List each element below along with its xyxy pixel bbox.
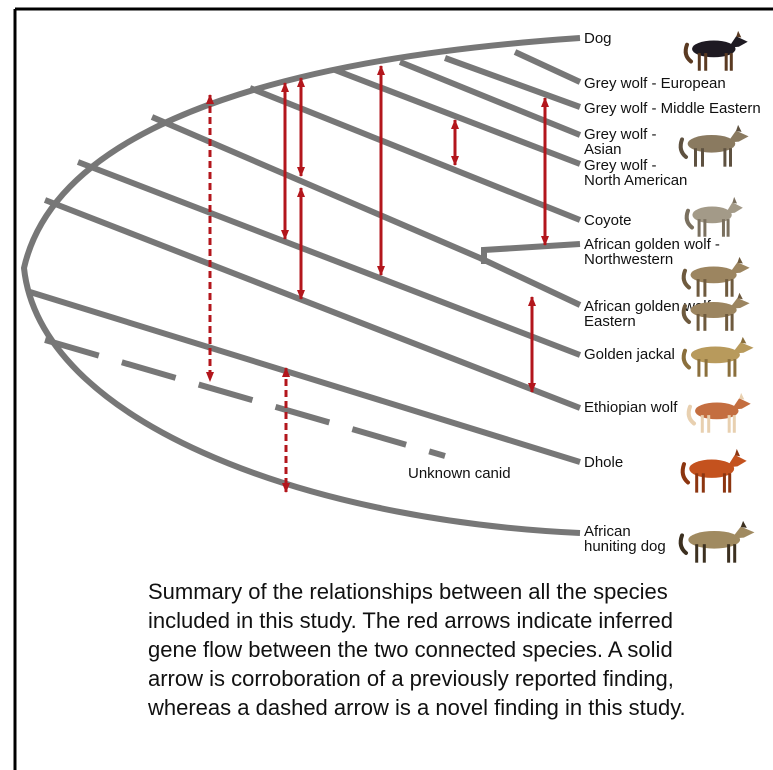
species-label: Golden jackal [584,346,675,363]
coyote-icon [687,197,743,237]
species-label-line: Grey wolf - European [584,75,726,92]
species-label: Ethiopian wolf [584,399,678,416]
black-dog-icon [686,31,748,71]
grey-wolf-icon [681,125,749,167]
golden-wolf-icon [684,257,750,297]
jackal-icon [684,337,754,377]
branch-grey-wolf-middle-eastern [445,58,580,107]
species-label-line: Asian [584,141,622,158]
unknown-canid-label: Unknown canid [408,465,511,482]
species-label-line: huniting dog [584,538,666,555]
species-label-line: Eastern [584,313,636,330]
species-label-line: Coyote [584,212,632,229]
species-label: Coyote [584,212,632,229]
species-label-line: Dhole [584,454,623,471]
branch-golden-wolf-northwestern [484,244,580,264]
hunting-dog-icon [681,521,755,563]
species-label: Grey wolf - European [584,75,726,92]
species-label-line: Northwestern [584,251,673,268]
species-label: Grey wolf -Asian [584,126,657,158]
branch-golden-wolf [152,117,580,305]
species-label: African golden wolf -Northwestern [584,236,720,268]
species-label-line: Ethiopian wolf [584,399,678,416]
species-label: Dhole [584,454,623,471]
figure-caption: Summary of the relationships between all… [148,577,708,722]
species-label: Grey wolf - Middle Eastern [584,100,761,117]
species-label: Dog [584,30,612,47]
species-label: Grey wolf -North American [584,157,687,189]
ethiopian-wolf-icon [689,393,751,433]
species-label-line: North American [584,172,687,189]
dhole-icon [683,449,747,493]
branch-grey-wolf-european [515,52,580,82]
species-label-line: Dog [584,30,612,47]
species-label-line: Grey wolf - Middle Eastern [584,100,761,117]
species-label-line: Golden jackal [584,346,675,363]
